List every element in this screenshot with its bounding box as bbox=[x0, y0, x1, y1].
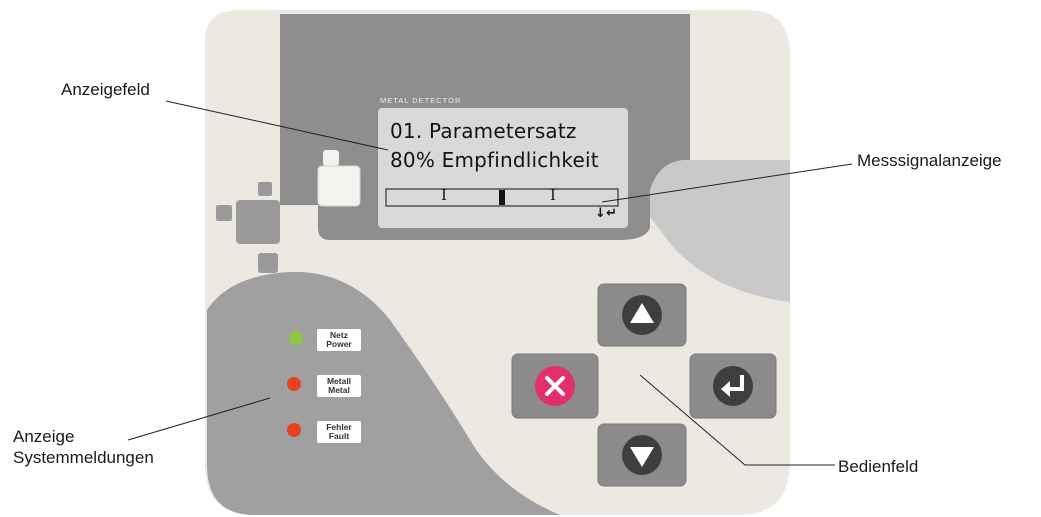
signal-level-marker bbox=[499, 190, 505, 205]
deco-square bbox=[258, 182, 272, 196]
callout-control-panel: Bedienfeld bbox=[838, 457, 919, 476]
leader-line-display bbox=[165, 100, 389, 151]
brand-label: METAL DETECTOR bbox=[380, 96, 462, 105]
deco-square bbox=[216, 205, 232, 221]
signal-bar bbox=[385, 188, 619, 207]
signal-tick-right: I bbox=[550, 186, 557, 204]
up-arrow-icon bbox=[622, 295, 662, 335]
lcd-screen bbox=[378, 108, 628, 228]
lcd-line-1: 01. Parametersatz bbox=[390, 119, 577, 143]
right-curve-panel bbox=[605, 160, 790, 302]
deco-square bbox=[317, 165, 361, 207]
led-metal bbox=[287, 377, 301, 391]
callout-system-messages-2: Systemmeldungen bbox=[13, 448, 154, 467]
deco-square bbox=[323, 150, 339, 166]
leader-line-status bbox=[127, 397, 271, 441]
callout-system-messages-1: Anzeige bbox=[13, 427, 75, 446]
deco-square bbox=[258, 253, 278, 273]
leader-line-controls bbox=[639, 374, 835, 466]
enter-icon bbox=[713, 366, 753, 406]
leader-line-signal bbox=[601, 163, 853, 203]
led-power bbox=[289, 331, 303, 345]
close-icon bbox=[535, 366, 575, 406]
lcd-line-2: 80% Empfindlichkeit bbox=[390, 148, 599, 172]
deco-square bbox=[236, 200, 280, 244]
enter-hint-icon: ↓↵ bbox=[595, 206, 618, 221]
led-fault bbox=[287, 423, 301, 437]
down-arrow-icon bbox=[622, 435, 662, 475]
callout-display-field: Anzeigefeld bbox=[61, 80, 150, 99]
signal-tick-left: I bbox=[441, 186, 448, 204]
callout-signal-indicator: Messsignalanzeige bbox=[857, 151, 1002, 170]
